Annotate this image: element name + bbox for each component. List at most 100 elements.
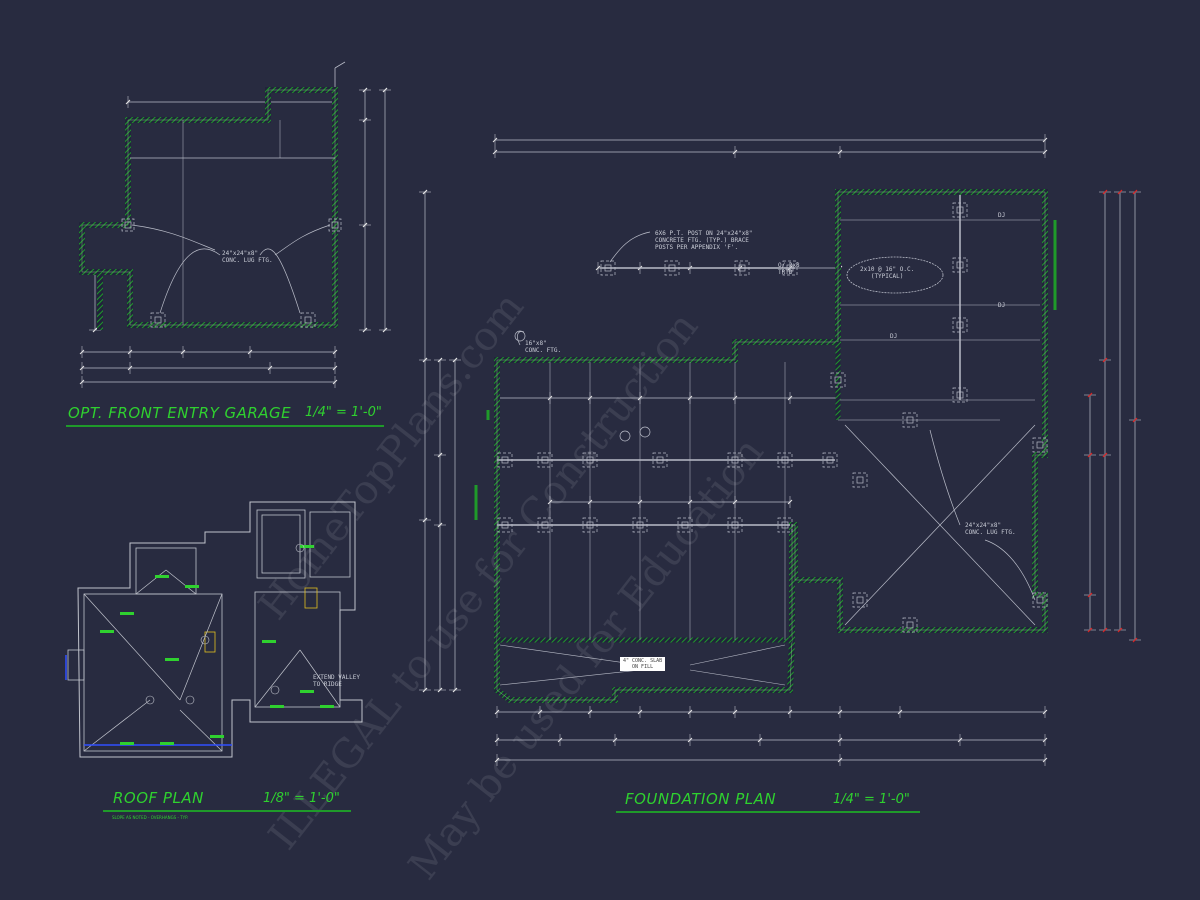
roof-hip-line	[165, 569, 197, 595]
dimension-tick	[127, 365, 133, 371]
dimension-tick	[332, 349, 338, 355]
dimension-tick	[422, 687, 428, 693]
dimension-tick	[537, 709, 543, 715]
garage-title-underline	[66, 425, 384, 427]
dimension-tick	[787, 709, 793, 715]
dimension-tick	[332, 379, 338, 385]
dimension-tick	[837, 737, 843, 743]
dimension-tick	[382, 87, 388, 93]
dimension-tick	[422, 189, 428, 195]
dimension-tick	[957, 737, 963, 743]
dimension-tick	[1042, 737, 1048, 743]
roof-cricket	[67, 649, 85, 681]
dimension-tick	[1042, 709, 1048, 715]
footing-pad	[822, 452, 838, 468]
dimension-tick	[494, 757, 500, 763]
dimension-tick	[1042, 757, 1048, 763]
garage-slab-slope	[844, 424, 1036, 626]
foundation-wall-outline	[496, 191, 1046, 701]
footing-pad	[300, 312, 316, 328]
slab-slope	[689, 644, 786, 666]
dimension-tick	[437, 357, 443, 363]
dimension-tick	[1102, 189, 1108, 195]
dimension-tick	[1117, 627, 1123, 633]
dimension-tick	[1087, 592, 1093, 598]
skylight	[204, 631, 216, 653]
dimension-tick	[452, 687, 458, 693]
dimension-tick	[492, 149, 498, 155]
roof-area	[135, 547, 197, 595]
dimension-tick	[127, 349, 133, 355]
roof-hip-line	[83, 699, 151, 752]
dimension-tick	[79, 365, 85, 371]
dimension-tick	[732, 709, 738, 715]
dimension-tick	[557, 737, 563, 743]
footing-pad	[1032, 437, 1048, 453]
garage-title: OPT. FRONT ENTRY GARAGE	[68, 404, 292, 422]
detail-marker	[514, 330, 526, 342]
post-footing-note: 6X6 P.T. POST ON 24"x24"x8" CONCRETE FTG…	[655, 230, 753, 251]
dimension-tick	[612, 737, 618, 743]
slope-label	[155, 575, 169, 578]
post	[834, 376, 842, 384]
slab-slope	[499, 644, 641, 666]
footing-pad	[830, 372, 846, 388]
slope-label	[160, 742, 174, 745]
dimension-tick	[1102, 357, 1108, 363]
post	[856, 476, 864, 484]
slope-label	[165, 658, 179, 661]
dimension-tick	[125, 99, 131, 105]
dimension-tick	[1132, 637, 1138, 643]
roof-detail-marker	[145, 695, 155, 705]
dimension-tick	[787, 395, 793, 401]
dimension-tick	[787, 499, 793, 505]
dimension-tick	[362, 327, 368, 333]
roof-area	[309, 511, 351, 578]
dimension-tick	[452, 357, 458, 363]
slab-slope	[689, 669, 786, 686]
slab-slope	[499, 669, 641, 686]
dimension-tick	[362, 117, 368, 123]
dimension-tick	[732, 149, 738, 155]
roof-title-underline	[103, 810, 351, 812]
slope-label	[262, 640, 276, 643]
roof-title: ROOF PLAN	[113, 789, 204, 807]
dimension-tick	[362, 222, 368, 228]
roof-ridge-box	[256, 509, 306, 579]
dimension-tick	[362, 87, 368, 93]
post	[304, 316, 312, 324]
interior-framing	[121, 120, 1048, 686]
roof-valley-note: EXTEND VALLEY TO RIDGE	[313, 674, 360, 688]
dimension-tick	[247, 349, 253, 355]
foundation-scale: 1/4" = 1'-0"	[833, 792, 910, 807]
post	[1036, 441, 1044, 449]
post	[154, 316, 162, 324]
dimension-tick	[492, 137, 498, 143]
footing-pad	[902, 412, 918, 428]
roof-subnote: SLOPE AS NOTED - OVERHANGS - TYP.	[112, 815, 189, 820]
dimension-tick	[595, 265, 601, 271]
foundation-title-underline	[616, 811, 920, 813]
dimension-tick	[1087, 392, 1093, 398]
roof-area	[254, 591, 341, 708]
dimension-tick	[422, 357, 428, 363]
dj-label: DJ	[890, 333, 898, 340]
garage-wall-outline	[81, 89, 336, 326]
dimension-tick	[637, 709, 643, 715]
roof-detail-marker	[200, 635, 210, 645]
dimension-tick	[92, 327, 98, 333]
footing-pad	[782, 260, 798, 276]
garage-wall-stub	[334, 61, 346, 69]
post	[124, 221, 132, 229]
joist-callout-cloud	[846, 256, 944, 294]
dimension-tick	[79, 379, 85, 385]
dj-label: DJ	[998, 302, 1006, 309]
garage-footing-note: 24"x24"x8" CONC. LUG FTG.	[222, 250, 273, 264]
garage-scale: 1/4" = 1'-0"	[305, 405, 382, 420]
dimension-tick	[587, 709, 593, 715]
dimension-tick	[1042, 149, 1048, 155]
dimension-tick	[1042, 137, 1048, 143]
foundation-walls	[79, 87, 1057, 703]
post	[906, 621, 914, 629]
